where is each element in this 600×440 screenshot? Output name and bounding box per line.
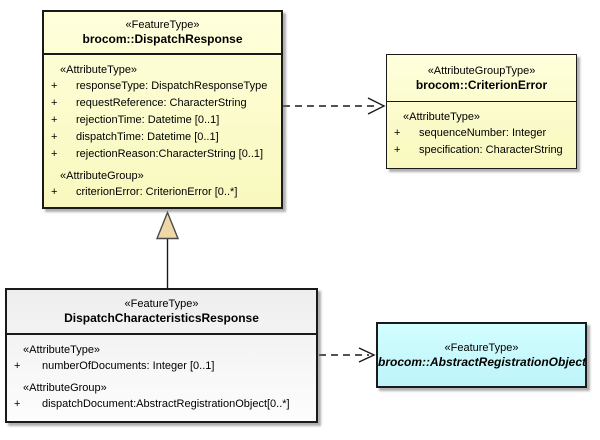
- section-heading-attributetype: «AttributeType»: [23, 343, 101, 356]
- attribute-text: dispatchDocument:AbstractRegistrationObj…: [42, 397, 290, 410]
- class-name: brocom::DispatchResponse: [82, 32, 243, 46]
- attribute-row: + rejectionReason:CharacterString [0..1]: [44, 146, 281, 163]
- class-name: brocom::CriterionError: [415, 78, 548, 92]
- attribute-text: rejectionTime: Datetime [0..1]: [76, 114, 220, 126]
- attribute-compartment: «AttributeType» + numberOfDocuments: Int…: [7, 335, 316, 413]
- visibility-marker: +: [14, 359, 21, 372]
- class-header: «FeatureType» brocom::DispatchResponse: [44, 12, 281, 55]
- stereotype-label: «FeatureType»: [125, 19, 200, 31]
- stereotype-label: «FeatureType»: [444, 341, 519, 354]
- attribute-row: + requestReference: CharacterString: [44, 95, 281, 112]
- attribute-row: + dispatchTime: Datetime [0..1]: [44, 129, 281, 146]
- visibility-marker: +: [51, 148, 58, 160]
- class-name: DispatchCharacteristicsResponse: [64, 311, 259, 325]
- visibility-marker: +: [51, 131, 58, 143]
- dependency-arrow-dcr-to-abstractregistrationobject[interactable]: [319, 347, 376, 363]
- visibility-marker: +: [394, 143, 401, 156]
- attribute-row: + numberOfDocuments: Integer [0..1]: [7, 358, 316, 375]
- class-box-abstract-registration-object[interactable]: «FeatureType» brocom::AbstractRegistrati…: [376, 322, 587, 388]
- dependency-arrow-dispatchresponse-to-criterionerror[interactable]: [283, 97, 386, 115]
- visibility-marker: +: [394, 126, 401, 139]
- section-heading-attributetype: «AttributeType»: [403, 110, 481, 123]
- section-heading-attributegroup: «AttributeGroup»: [60, 170, 144, 182]
- class-header: «FeatureType» DispatchCharacteristicsRes…: [7, 290, 316, 335]
- attribute-row: + responseType: DispatchResponseType: [44, 78, 281, 95]
- section-heading-attributegroup: «AttributeGroup»: [23, 381, 107, 394]
- attribute-compartment: «AttributeType» + sequenceNumber: Intege…: [387, 102, 576, 159]
- attribute-text: rejectionReason:CharacterString [0..1]: [76, 148, 264, 160]
- attribute-row: + criterionError: CriterionError [0..*]: [44, 184, 281, 201]
- visibility-marker: +: [51, 114, 58, 126]
- attribute-text: specification: CharacterString: [419, 143, 563, 156]
- class-name: brocom::AbstractRegistrationObject: [378, 354, 587, 369]
- stereotype-label: «FeatureType»: [124, 298, 199, 310]
- attribute-row: + sequenceNumber: Integer: [387, 125, 576, 142]
- attribute-compartment: «AttributeType» + responseType: Dispatch…: [44, 55, 281, 201]
- visibility-marker: +: [51, 186, 58, 198]
- attribute-text: numberOfDocuments: Integer [0..1]: [42, 359, 215, 372]
- stereotype-label: «AttributeGroupType»: [427, 65, 536, 77]
- attribute-row: + rejectionTime: Datetime [0..1]: [44, 112, 281, 129]
- class-box-dispatch-characteristics-response[interactable]: «FeatureType» DispatchCharacteristicsRes…: [5, 288, 318, 423]
- visibility-marker: +: [51, 80, 58, 92]
- attribute-text: sequenceNumber: Integer: [419, 126, 547, 139]
- class-box-criterion-error[interactable]: «AttributeGroupType» brocom::CriterionEr…: [386, 54, 577, 169]
- class-box-dispatch-response[interactable]: «FeatureType» brocom::DispatchResponse «…: [42, 10, 283, 209]
- section-heading-attributetype: «AttributeType»: [60, 64, 138, 76]
- attribute-text: criterionError: CriterionError [0..*]: [76, 186, 238, 198]
- attribute-text: requestReference: CharacterString: [76, 97, 247, 109]
- attribute-text: dispatchTime: Datetime [0..1]: [76, 131, 219, 143]
- visibility-marker: +: [51, 97, 58, 109]
- class-header: «AttributeGroupType» brocom::CriterionEr…: [387, 55, 576, 102]
- attribute-row: + specification: CharacterString: [387, 142, 576, 159]
- attribute-row: + dispatchDocument:AbstractRegistrationO…: [7, 396, 316, 413]
- visibility-marker: +: [14, 397, 21, 410]
- attribute-text: responseType: DispatchResponseType: [76, 80, 268, 92]
- generalization-arrow-dcr-to-dispatchresponse[interactable]: [155, 210, 180, 290]
